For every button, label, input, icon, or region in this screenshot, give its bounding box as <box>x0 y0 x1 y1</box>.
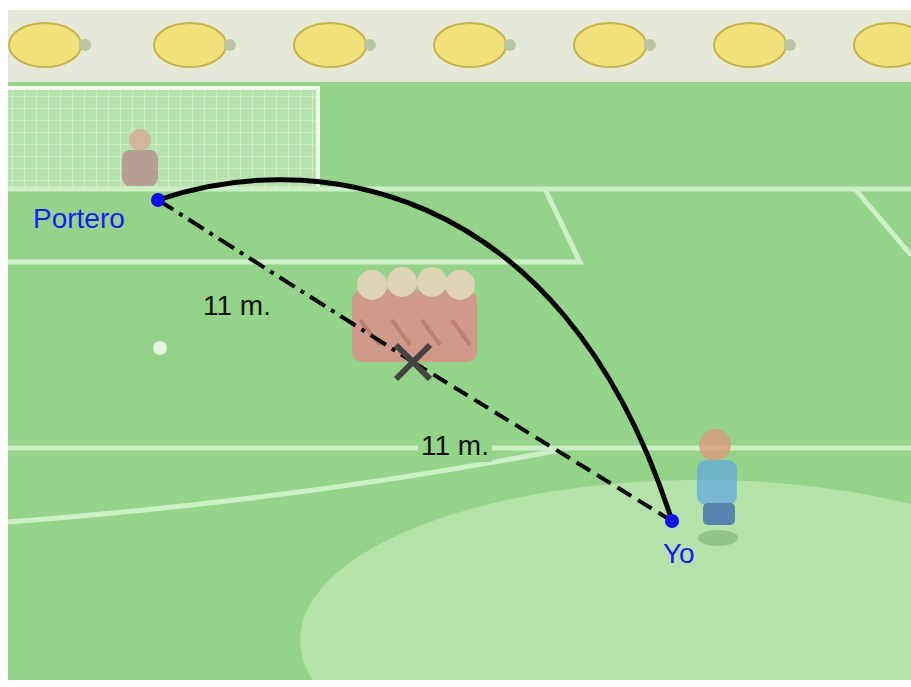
point-label: Portero <box>30 203 128 235</box>
dimension-label: 11 m. <box>200 290 274 322</box>
point-label: Yo <box>660 538 698 570</box>
dimension-label: 11 m. <box>418 430 492 462</box>
